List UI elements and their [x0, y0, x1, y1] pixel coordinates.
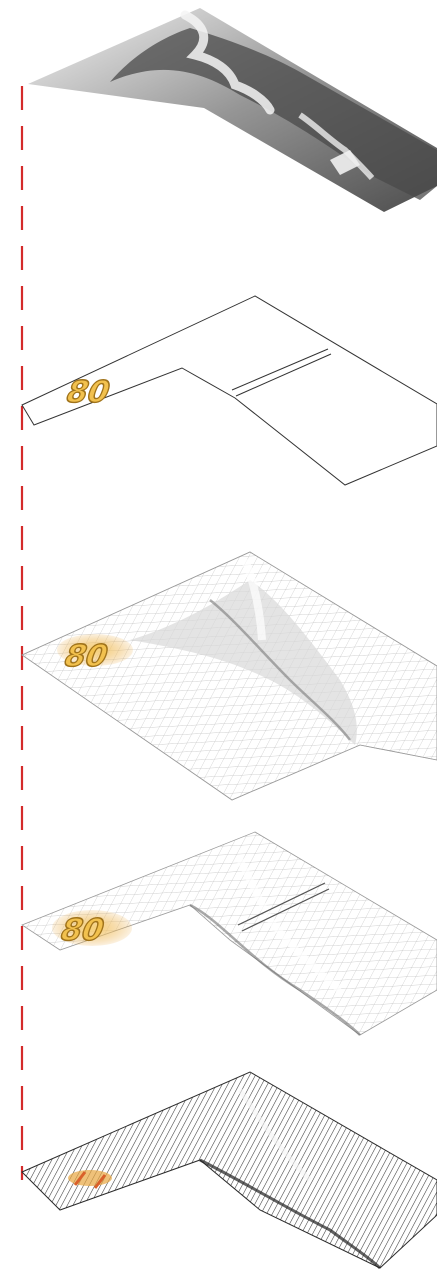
layer-outline-plan: 80: [22, 296, 437, 485]
plan-label-80: 80: [61, 375, 115, 410]
layer-height-map: [28, 8, 437, 212]
layer-wireframe-l-shape: 80: [22, 832, 437, 1035]
layer-contour-mesh: [22, 1072, 437, 1268]
layer-wireframe-plain: 80: [22, 552, 437, 800]
